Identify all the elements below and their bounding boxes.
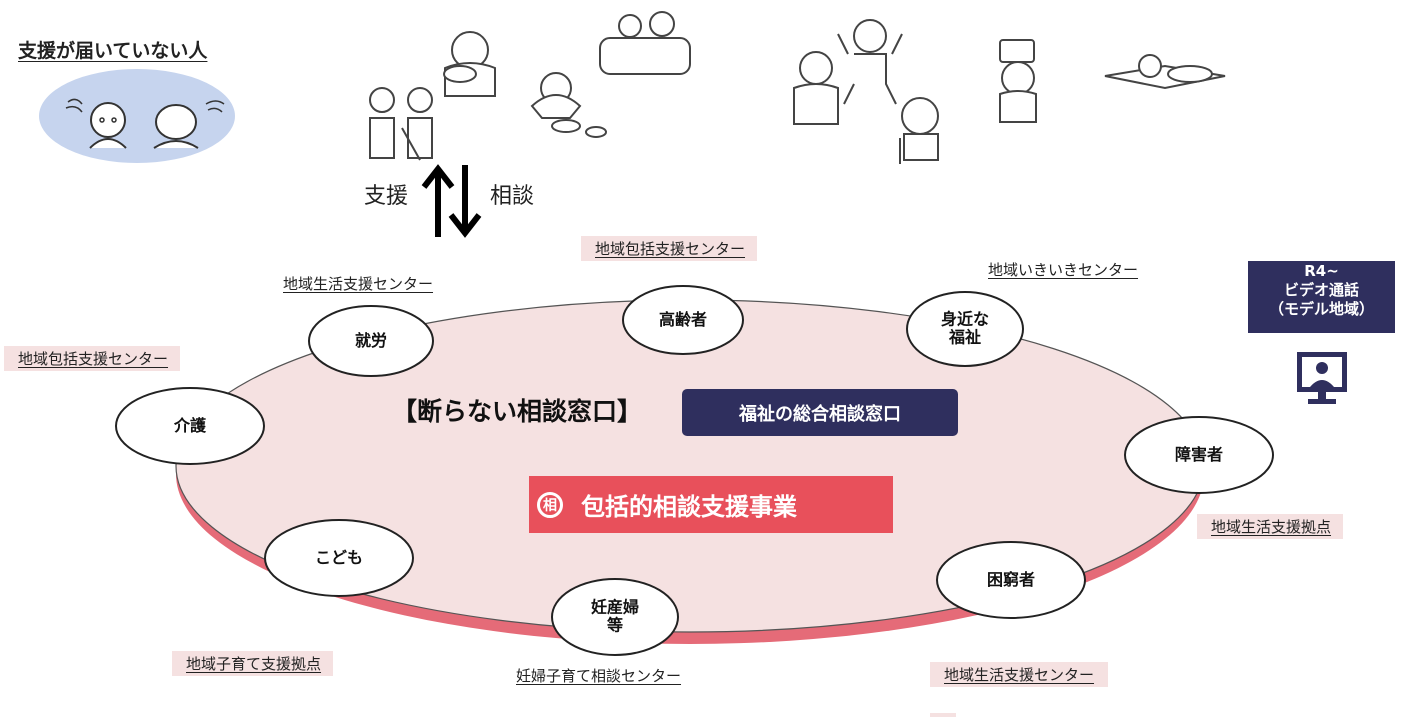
node-elderly: 高齢者 (658, 309, 708, 329)
unreached-title: 支援が届いていない人 (18, 40, 208, 62)
video-line-1: R4~ (1304, 262, 1339, 280)
place-bottom-left: 地域子育て支援拠点 (172, 651, 334, 676)
node-nearby-welfare-line1: 身近な (940, 309, 990, 329)
place-left: 地域包括支援センター (4, 346, 181, 371)
node-needy: 困窮者 (986, 569, 1036, 589)
node-care: 介護 (173, 415, 207, 435)
support-label: 支援 (364, 184, 409, 209)
node-nearby-welfare-line2: 福祉 (948, 328, 982, 347)
node-children: こども (314, 547, 364, 567)
video-line-3: （モデル地域） (1268, 300, 1374, 319)
place-top-center: 地域包括支援センター (581, 236, 758, 261)
consultation-disc (115, 285, 1274, 656)
project-box: 相 包括的相談支援事業 (529, 476, 893, 533)
place-bottom-center: 妊婦子育て相談センター (516, 667, 682, 685)
node-pregnant-line2: 等 (606, 616, 624, 635)
place-right: 地域生活支援拠点 (1197, 514, 1344, 539)
window-title: 【断らない相談窓口】 (392, 397, 643, 426)
welfare-window-box: 福祉の総合相談窓口 (682, 389, 958, 436)
node-pregnant-line1: 妊産婦 (590, 597, 640, 617)
place-top-right: 地域いきいきセンター (988, 261, 1139, 279)
place-bottom-right: 地域生活支援センター (930, 662, 1109, 687)
node-nearby-welfare: 身近な 福祉 (940, 309, 990, 348)
video-line-2: ビデオ通話 (1283, 281, 1359, 300)
node-pregnant: 妊産婦 等 (590, 597, 640, 636)
node-employment: 就労 (354, 330, 388, 350)
support-consult-arrows (421, 164, 482, 238)
node-disabled: 障害者 (1174, 444, 1224, 464)
consult-label: 相談 (490, 184, 535, 209)
monitor-icon (1297, 352, 1347, 404)
people-in-need-illustrations (369, 11, 1226, 164)
project-label: 包括的相談支援事業 (581, 493, 797, 521)
place-bottom-right-hidden (930, 713, 956, 717)
place-top-left: 地域生活支援センター (283, 275, 434, 293)
unreached-people-illustration (39, 69, 235, 163)
video-call-box: R4~ ビデオ通話 （モデル地域） (1248, 261, 1395, 333)
consult-icon: 相 (537, 491, 563, 518)
